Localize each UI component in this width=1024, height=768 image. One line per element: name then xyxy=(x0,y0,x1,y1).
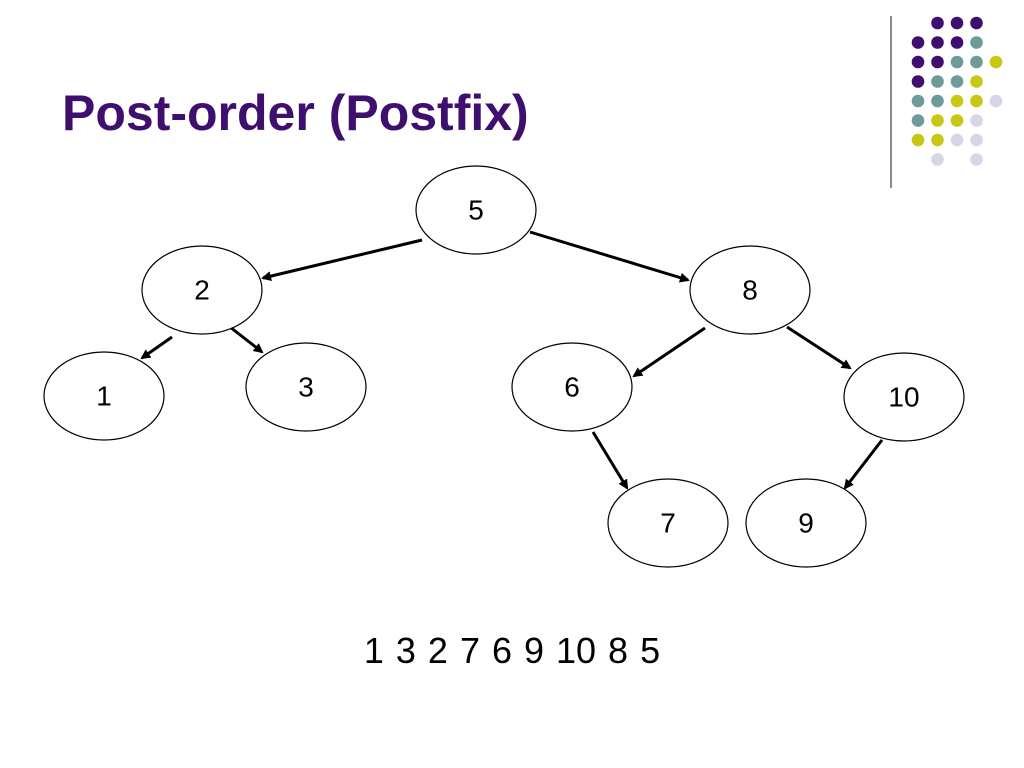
tree-node-3: 3 xyxy=(245,342,367,432)
tree-node-5: 5 xyxy=(415,165,537,255)
edge-n5-n2 xyxy=(261,238,423,282)
traversal-result: 1 3 2 7 6 9 10 8 5 xyxy=(363,630,661,671)
tree-nodes: 5 2 8 1 3 6 10 7 9 xyxy=(43,165,965,568)
tree-node-circle xyxy=(607,478,729,568)
tree-node-9: 9 xyxy=(745,478,867,568)
tree-node-circle xyxy=(415,165,537,255)
slide-title: Post-order (Postfix) xyxy=(62,85,529,141)
tree-node-label: 6 xyxy=(564,372,580,403)
divider-line xyxy=(890,16,892,188)
tree-node-circle xyxy=(745,478,867,568)
tree-node-label: 1 xyxy=(96,381,112,412)
edge-n8-n10 xyxy=(786,325,852,370)
tree-node-circle xyxy=(43,351,165,441)
binary-tree-diagram: 5 2 8 1 3 6 10 7 9 xyxy=(43,165,965,568)
tree-node-label: 10 xyxy=(888,382,919,413)
tree-node-label: 3 xyxy=(298,372,314,403)
tree-node-6: 6 xyxy=(511,342,633,432)
tree-node-label: 2 xyxy=(194,275,210,306)
tree-node-circle xyxy=(843,352,965,442)
tree-node-circle xyxy=(511,342,633,432)
tree-node-8: 8 xyxy=(689,245,811,335)
tree-node-10: 10 xyxy=(843,352,965,442)
edge-n6-n7 xyxy=(591,431,629,490)
edge-n10-n9 xyxy=(843,439,884,490)
edge-n5-n8 xyxy=(529,230,690,283)
tree-node-circle xyxy=(245,342,367,432)
tree-edges xyxy=(140,230,884,490)
edge-n2-n1 xyxy=(140,335,173,360)
tree-node-circle xyxy=(141,245,263,335)
tree-node-label: 7 xyxy=(660,508,676,539)
edge-n2-n3 xyxy=(229,325,264,354)
tree-node-1: 1 xyxy=(43,351,165,441)
tree-node-2: 2 xyxy=(141,245,263,335)
tree-node-label: 5 xyxy=(468,195,484,226)
tree-node-circle xyxy=(689,245,811,335)
tree-node-label: 8 xyxy=(742,275,758,306)
edge-n8-n6 xyxy=(632,326,706,378)
tree-node-7: 7 xyxy=(607,478,729,568)
tree-node-label: 9 xyxy=(798,508,814,539)
